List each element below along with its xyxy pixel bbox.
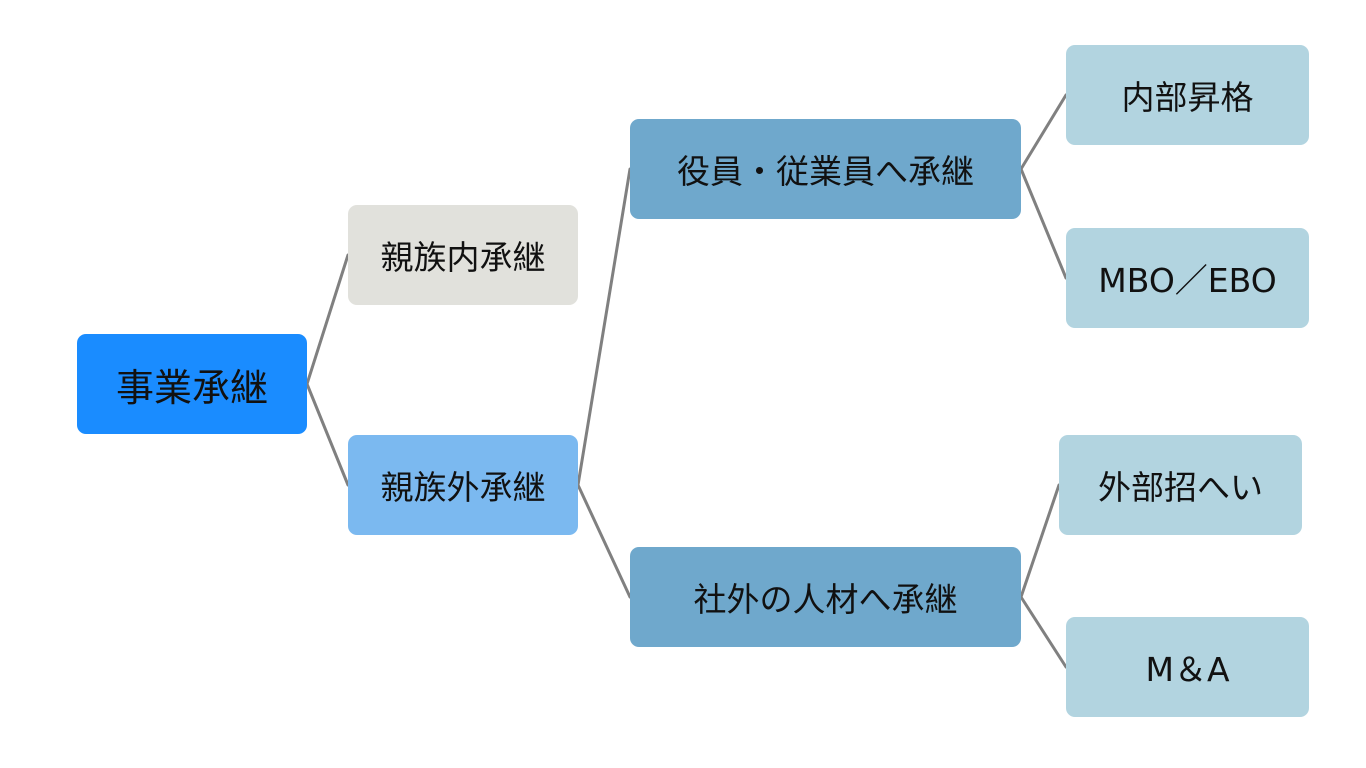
node-staff-succession: 役員・従業員へ承継 — [630, 119, 1021, 219]
node-family-succession: 親族内承継 — [348, 205, 578, 305]
connector-nonfam-outside — [576, 483, 632, 599]
node-m-and-a: M＆A — [1066, 617, 1309, 717]
node-mbo-ebo: MBO／EBO — [1066, 228, 1309, 328]
node-label: M＆A — [1145, 650, 1230, 689]
node-label: 事業承継 — [115, 365, 268, 410]
node-external-recruitment: 外部招へい — [1059, 435, 1302, 535]
node-outside-talent-succession: 社外の人材へ承継 — [630, 547, 1021, 647]
node-label: 外部招へい — [1098, 468, 1263, 507]
node-label: 内部昇格 — [1121, 78, 1254, 117]
connector-outside-ma — [1019, 595, 1068, 669]
connector-staff-mbo — [1019, 167, 1068, 280]
node-label: MBO／EBO — [1098, 261, 1277, 300]
connector-root-family — [305, 253, 350, 386]
node-business-succession: 事業承継 — [77, 334, 307, 434]
connector-outside-recruit — [1019, 483, 1061, 599]
node-non-family-succession: 親族外承継 — [348, 435, 578, 535]
node-label: 社外の人材へ承継 — [693, 580, 958, 619]
connector-staff-promo — [1019, 93, 1068, 171]
connector-root-nonfam — [305, 382, 350, 487]
node-internal-promotion: 内部昇格 — [1066, 45, 1309, 145]
node-label: 役員・従業員へ承継 — [677, 152, 974, 191]
connector-nonfam-staff — [576, 167, 632, 487]
node-label: 親族外承継 — [380, 468, 546, 507]
node-label: 親族内承継 — [380, 238, 546, 277]
